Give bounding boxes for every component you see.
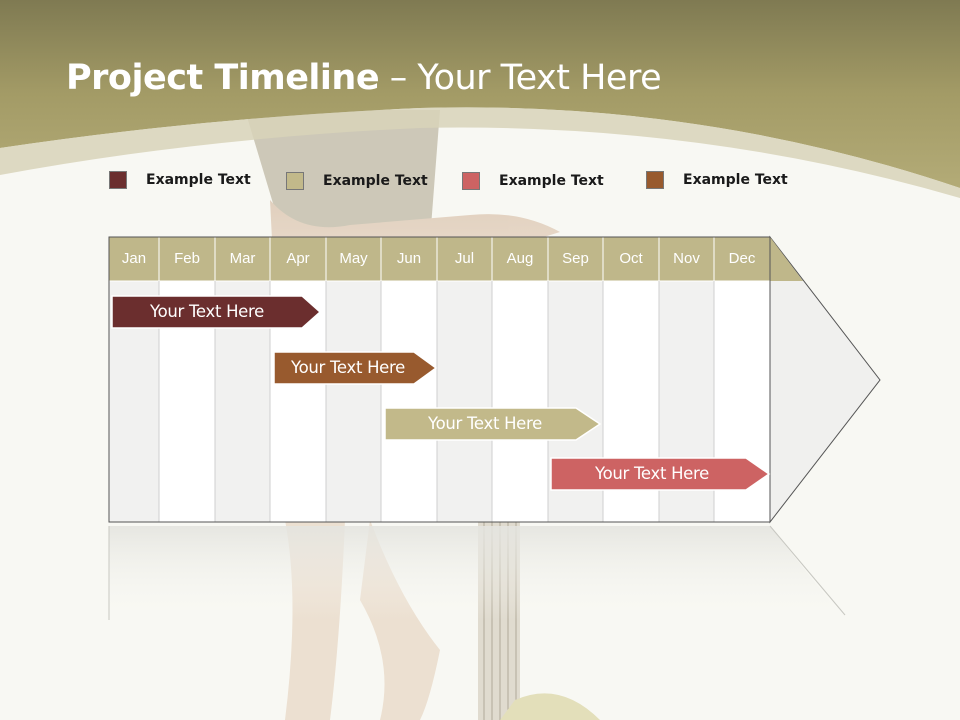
month-label-oct: Oct xyxy=(619,250,643,267)
header-band xyxy=(0,0,960,188)
month-header-cell xyxy=(602,236,660,282)
task-bar-label: Your Text Here xyxy=(149,302,264,321)
header-swoosh xyxy=(0,107,960,198)
task-bar xyxy=(550,457,771,491)
month-label-jan: Jan xyxy=(121,250,147,267)
month-header-cell xyxy=(158,236,216,282)
task-bar-label: Your Text Here xyxy=(427,414,542,433)
month-column xyxy=(381,281,437,522)
task-bar-label: Your Text Here xyxy=(290,358,405,377)
title-rest: – Your Text Here xyxy=(379,58,662,98)
month-label-jun: Jun xyxy=(396,250,422,267)
month-label-mar: Mar xyxy=(229,250,256,267)
task-bar-label: Your Text Here xyxy=(594,464,709,483)
legend-swatch xyxy=(109,171,127,189)
task-bar xyxy=(384,407,602,441)
legend-swatch xyxy=(462,172,480,190)
title-bold: Project Timeline xyxy=(66,58,380,98)
slide-title: Project Timeline – Your Text Here xyxy=(66,58,662,98)
month-label-aug: Aug xyxy=(506,250,534,267)
month-label-feb: Feb xyxy=(174,250,200,267)
legend-swatch xyxy=(286,172,304,190)
legend-swatch xyxy=(646,171,664,189)
month-label-apr: Apr xyxy=(286,250,310,267)
timeline-grid xyxy=(108,235,881,524)
month-column xyxy=(326,281,381,522)
month-label-may: May xyxy=(339,250,368,267)
task-bar xyxy=(111,295,322,329)
month-label-nov: Nov xyxy=(673,250,700,267)
month-header-cell xyxy=(325,236,382,282)
month-header-cell xyxy=(214,236,271,282)
timeline-reflection xyxy=(109,526,845,620)
legend-label: Example Text xyxy=(499,173,604,189)
arrow-header-fill xyxy=(770,237,803,281)
legend-label: Example Text xyxy=(323,173,428,189)
month-label-sep: Sep xyxy=(562,250,589,267)
legend-label: Example Text xyxy=(683,172,788,188)
month-header-cell xyxy=(436,236,493,282)
legend-label: Example Text xyxy=(146,172,251,188)
month-header-cell xyxy=(491,236,549,282)
month-header-cell xyxy=(108,236,160,282)
month-label-jul: Jul xyxy=(454,250,475,267)
task-bar xyxy=(273,351,438,385)
month-header-cell xyxy=(547,236,604,282)
month-column xyxy=(492,281,548,522)
month-column xyxy=(437,281,492,522)
month-label-dec: Dec xyxy=(728,250,756,267)
